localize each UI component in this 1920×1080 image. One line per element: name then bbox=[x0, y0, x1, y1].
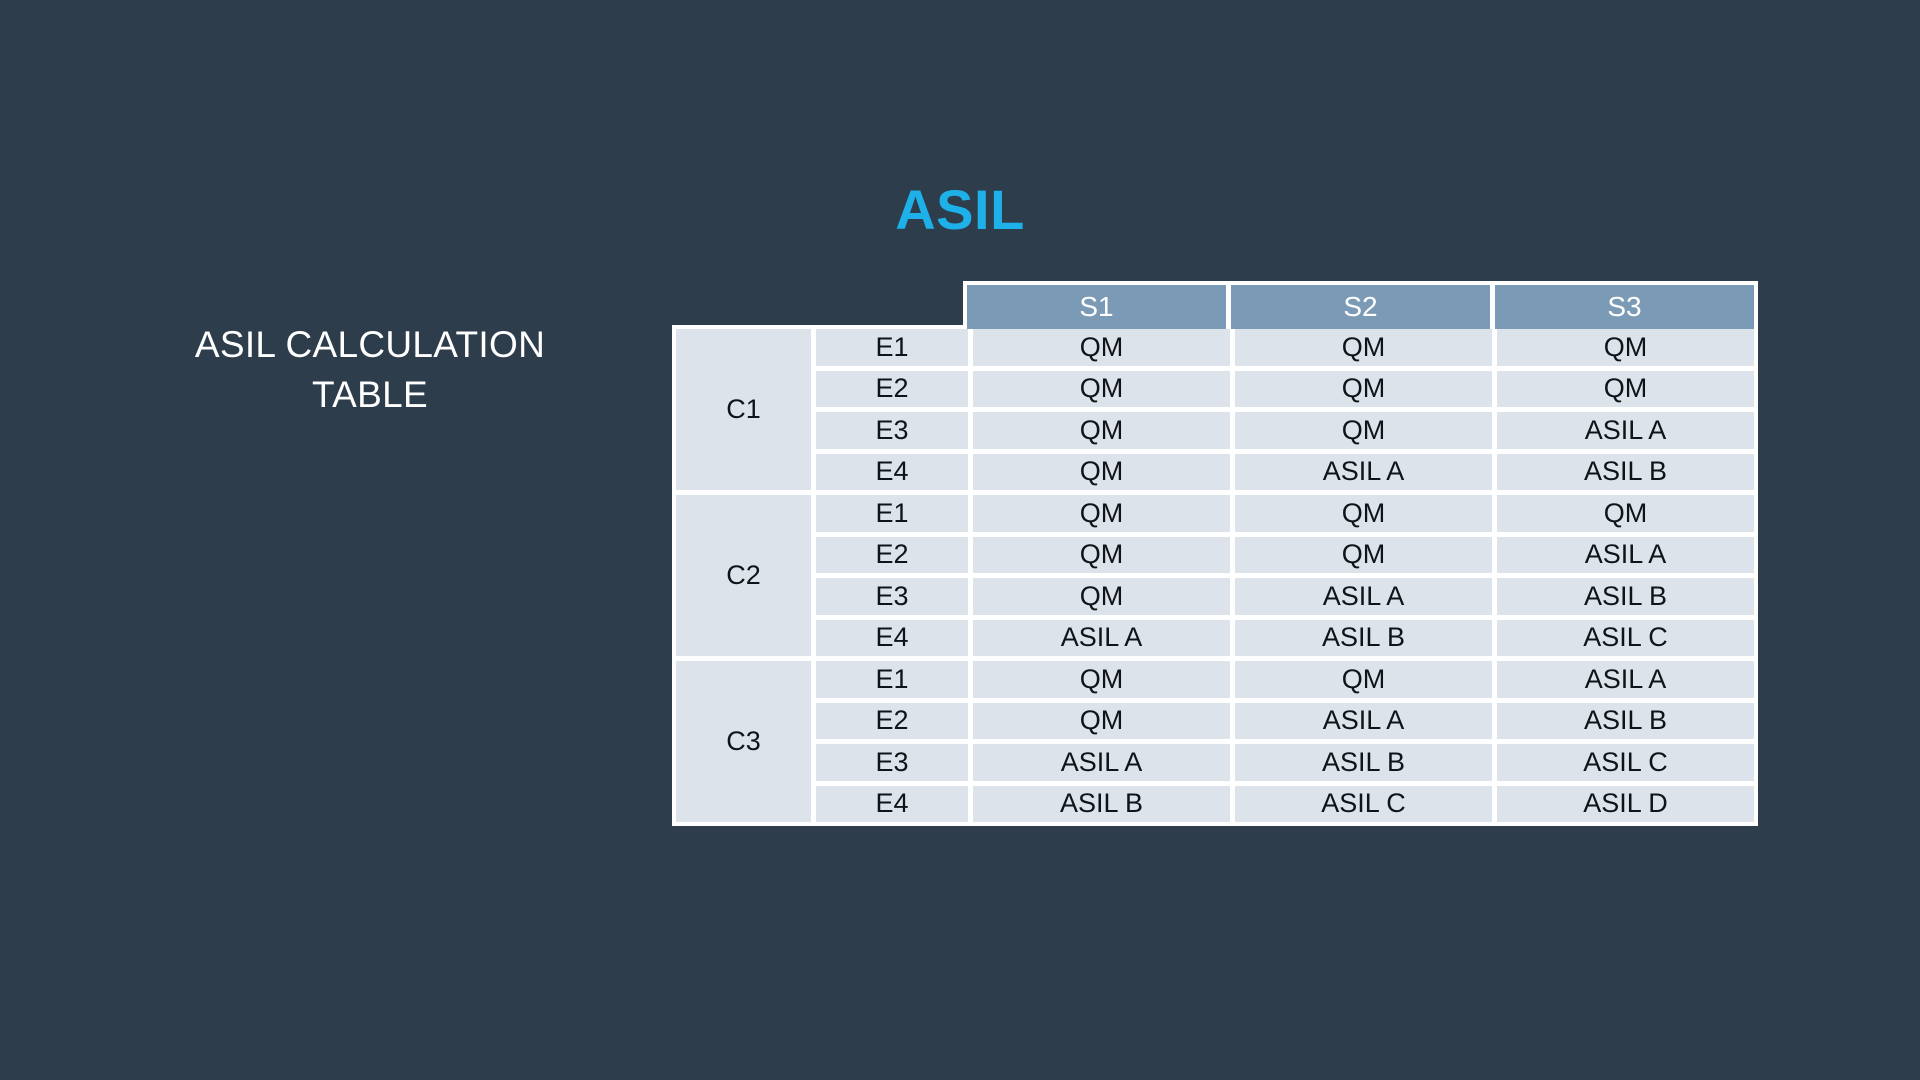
asil-value-cell: ASIL B bbox=[973, 785, 1230, 822]
asil-value-cell: QM bbox=[1497, 370, 1754, 407]
row-group-label-c3: C3 bbox=[676, 661, 811, 822]
asil-value-cell: ASIL B bbox=[1497, 578, 1754, 615]
asil-value-cell: ASIL C bbox=[1497, 744, 1754, 781]
table-header-row: S1 S2 S3 bbox=[963, 281, 1758, 329]
exposure-label: E1 bbox=[816, 329, 968, 366]
asil-value-cell: QM bbox=[973, 495, 1230, 532]
asil-value-cell: QM bbox=[973, 370, 1230, 407]
asil-value-cell: QM bbox=[973, 329, 1230, 366]
asil-value-cell: QM bbox=[1235, 412, 1492, 449]
column-header-s1: S1 bbox=[967, 285, 1226, 329]
asil-value-cell: QM bbox=[1235, 495, 1492, 532]
asil-value-cell: ASIL A bbox=[973, 619, 1230, 656]
exposure-label: E2 bbox=[816, 536, 968, 573]
column-header-s2: S2 bbox=[1231, 285, 1490, 329]
exposure-label: E2 bbox=[816, 370, 968, 407]
asil-value-cell: QM bbox=[1235, 370, 1492, 407]
asil-value-cell: QM bbox=[973, 412, 1230, 449]
asil-value-cell: ASIL C bbox=[1497, 619, 1754, 656]
exposure-label: E4 bbox=[816, 453, 968, 490]
page-title: ASIL bbox=[895, 178, 1025, 241]
column-header-s3: S3 bbox=[1495, 285, 1754, 329]
asil-value-cell: ASIL D bbox=[1497, 785, 1754, 822]
asil-value-cell: QM bbox=[1497, 495, 1754, 532]
row-group-label-c2: C2 bbox=[676, 495, 811, 656]
exposure-label: E3 bbox=[816, 578, 968, 615]
asil-value-cell: ASIL C bbox=[1235, 785, 1492, 822]
exposure-label: E1 bbox=[816, 661, 968, 698]
asil-value-cell: ASIL B bbox=[1497, 702, 1754, 739]
asil-value-cell: QM bbox=[1497, 329, 1754, 366]
asil-value-cell: ASIL B bbox=[1235, 744, 1492, 781]
asil-value-cell: ASIL A bbox=[1235, 578, 1492, 615]
asil-value-cell: ASIL A bbox=[973, 744, 1230, 781]
asil-value-cell: ASIL B bbox=[1235, 619, 1492, 656]
asil-value-cell: QM bbox=[1235, 329, 1492, 366]
asil-value-cell: ASIL A bbox=[1235, 702, 1492, 739]
asil-value-cell: ASIL A bbox=[1235, 453, 1492, 490]
asil-value-cell: QM bbox=[973, 578, 1230, 615]
table-caption-line-2: TABLE bbox=[312, 374, 428, 415]
asil-value-cell: QM bbox=[973, 661, 1230, 698]
exposure-label: E4 bbox=[816, 785, 968, 822]
exposure-label: E3 bbox=[816, 412, 968, 449]
asil-value-cell: ASIL A bbox=[1497, 536, 1754, 573]
asil-value-cell: QM bbox=[973, 536, 1230, 573]
asil-value-cell: ASIL A bbox=[1497, 412, 1754, 449]
asil-value-cell: QM bbox=[973, 453, 1230, 490]
asil-value-cell: ASIL A bbox=[1497, 661, 1754, 698]
asil-value-cell: QM bbox=[973, 702, 1230, 739]
exposure-label: E1 bbox=[816, 495, 968, 532]
table-body-frame bbox=[672, 325, 1758, 826]
exposure-label: E3 bbox=[816, 744, 968, 781]
table-caption-line-1: ASIL CALCULATION bbox=[194, 324, 546, 365]
row-group-label-c1: C1 bbox=[676, 329, 811, 490]
exposure-label: E4 bbox=[816, 619, 968, 656]
asil-value-cell: QM bbox=[1235, 661, 1492, 698]
table-caption: ASIL CALCULATION TABLE bbox=[120, 320, 620, 420]
asil-value-cell: QM bbox=[1235, 536, 1492, 573]
asil-value-cell: ASIL B bbox=[1497, 453, 1754, 490]
exposure-label: E2 bbox=[816, 702, 968, 739]
